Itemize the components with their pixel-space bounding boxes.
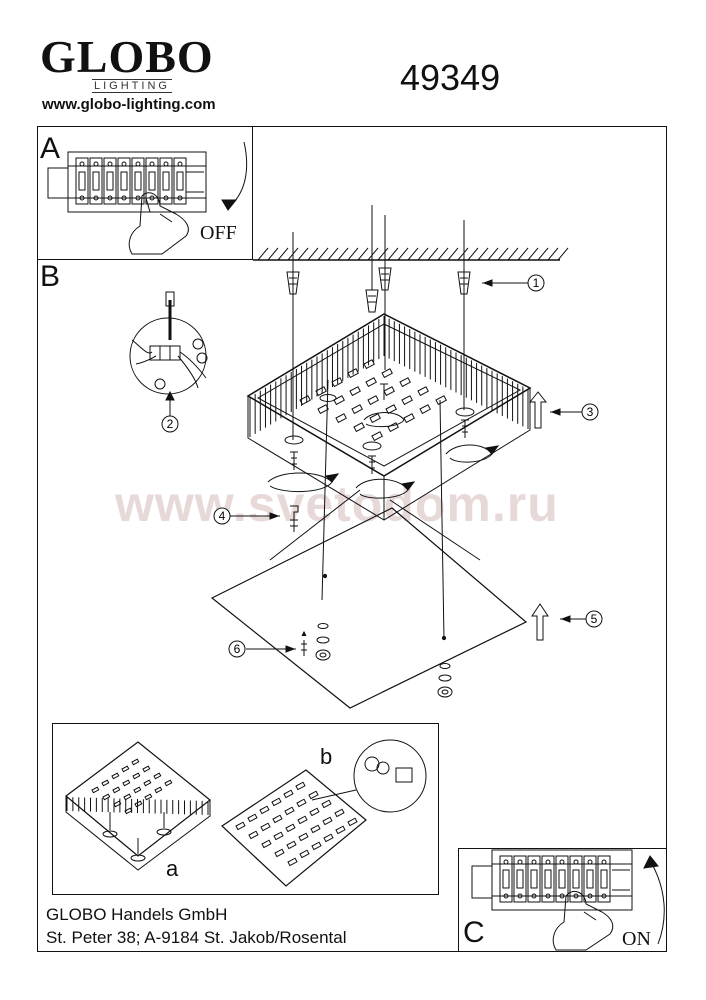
mounting-screws	[290, 383, 469, 474]
suspension-wires	[269, 205, 481, 641]
switch-on-label: ON	[622, 928, 651, 950]
step-3-label: 3	[587, 405, 594, 419]
detail-b-label: b	[320, 744, 333, 769]
company-address: St. Peter 38; A-9184 St. Jakob/Rosental	[46, 928, 347, 947]
detail-a-label: a	[166, 856, 179, 881]
detail-a-luminaire	[65, 741, 211, 871]
model-number: 49349	[400, 57, 501, 98]
panel-c-frame	[458, 848, 667, 952]
step-1-marker: 1	[527, 274, 545, 292]
step-1-label: 1	[533, 276, 540, 290]
hand-icon-off	[128, 192, 189, 255]
section-a-label: A	[40, 132, 61, 165]
panel-a-frame	[37, 126, 253, 260]
step-2-label: 2	[167, 417, 174, 431]
wall-plugs	[286, 267, 471, 313]
small-screw-icon	[301, 630, 307, 656]
detail-inset-frame	[52, 723, 439, 895]
step-leaders	[230, 279, 586, 653]
hand-icon-on	[552, 891, 614, 951]
section-c-label: C	[463, 916, 485, 949]
breaker-box-off	[47, 151, 207, 213]
cap-nuts	[315, 623, 453, 698]
breaker-switch-row	[499, 855, 611, 903]
instruction-frame	[37, 126, 667, 952]
push-up-arrow-icon	[528, 391, 549, 641]
diffuser-panel	[210, 507, 528, 709]
step-numbers: 1 2 3 4 5 6	[161, 274, 603, 658]
step-5-marker: 5	[585, 610, 603, 628]
step-3-marker: 3	[581, 403, 599, 421]
step-4-label: 4	[219, 509, 226, 523]
section-b-label: B	[40, 260, 61, 293]
detail-b-plate	[221, 739, 427, 887]
wiring-detail	[129, 291, 208, 416]
arrow-off-icon	[221, 141, 248, 211]
brand-subtitle: LIGHTING	[92, 79, 172, 93]
step-2-marker: 2	[161, 415, 179, 433]
company-name: GLOBO Handels GmbH	[46, 905, 228, 924]
hook-bolt-icon	[290, 505, 299, 532]
luminaire-housing	[246, 313, 532, 521]
website-link[interactable]: www.globo-lighting.com	[42, 96, 216, 113]
breaker-switch-row	[75, 157, 187, 205]
breaker-box-on	[471, 849, 633, 911]
switch-off-label: OFF	[200, 222, 237, 244]
rotation-arrows	[267, 412, 500, 499]
step-5-label: 5	[591, 612, 598, 626]
arrow-on-icon	[643, 855, 665, 945]
ceiling-hatch	[253, 247, 569, 261]
step-4-marker: 4	[213, 507, 231, 525]
brand-logo: GLOBO	[40, 31, 214, 82]
watermark: www.svetodom.ru	[115, 476, 559, 532]
step-6-marker: 6	[228, 640, 246, 658]
step-6-label: 6	[234, 642, 241, 656]
